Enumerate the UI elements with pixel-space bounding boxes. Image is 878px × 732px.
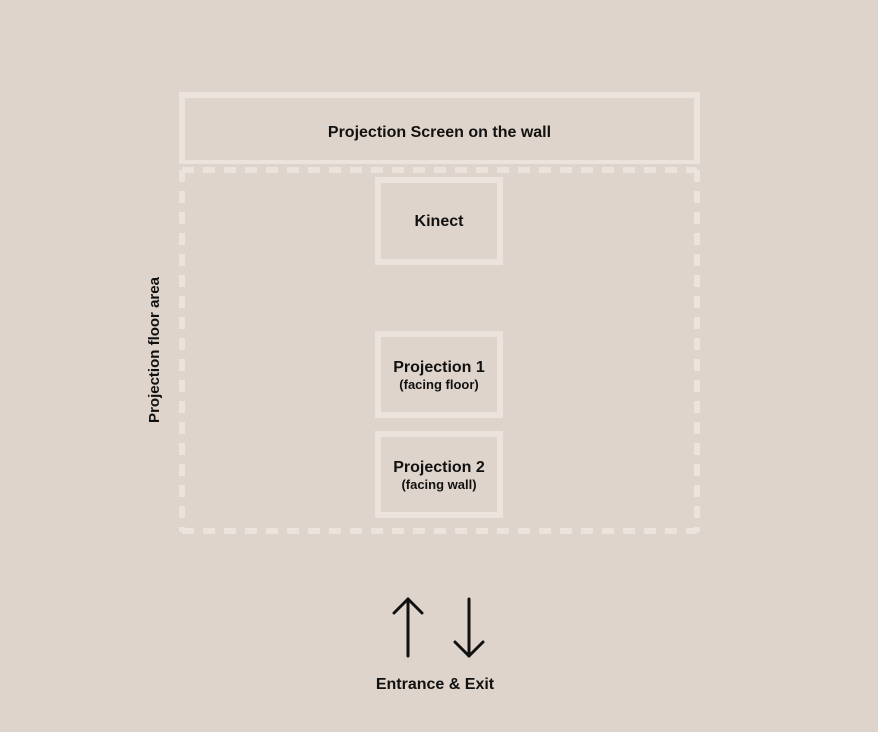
projection-screen-label: Projection Screen on the wall [327, 123, 552, 141]
projection-2-title: Projection 2 [393, 458, 485, 476]
projection-1-note: (facing floor) [399, 376, 479, 392]
projection-2-note: (facing wall) [401, 476, 477, 492]
projection-1: Projection 1 (facing floor) [375, 331, 503, 418]
projection-floor-area-label: Projection floor area [146, 277, 163, 423]
entrance-exit-label: Entrance & Exit [375, 676, 495, 693]
entrance-exit-arrows [392, 597, 485, 658]
arrow-up-icon [392, 597, 424, 658]
kinect-label: Kinect [414, 213, 464, 230]
kinect-device: Kinect [375, 177, 503, 265]
projection-2: Projection 2 (facing wall) [375, 431, 503, 518]
projection-screen: Projection Screen on the wall [179, 92, 700, 164]
arrow-down-icon [453, 597, 485, 658]
projection-1-title: Projection 1 [393, 358, 485, 376]
